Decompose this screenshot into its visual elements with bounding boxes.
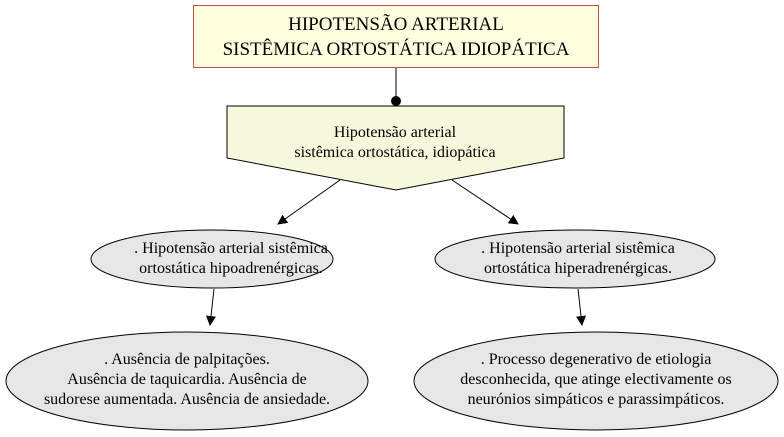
right-type-line-2: ortostática hiperadrenérgicas. [483,260,673,277]
right-detail-node: . Processo degenerativo de etiologia des… [414,331,778,429]
left-type-line-1: . Hipotensão arterial sistêmica [134,240,328,257]
right-detail-line-2: desconhecida, que atinge electivamente o… [460,371,732,388]
arrow-left-type-to-detail [206,288,216,326]
left-type-node: . Hipotensão arterial sistêmica ortostát… [92,230,370,288]
left-type-line-2: ortostática hipoadrenérgicas. [139,260,323,277]
right-detail-line-3: neurónios simpáticos e parassimpáticos. [467,391,725,408]
left-detail-node: . Ausência de palpitações. Ausência de t… [6,331,368,429]
main-node-line-1: Hipotensão arterial [333,124,457,141]
right-detail-node-shape [413,331,779,431]
left-detail-line-3: sudorese aumentada. Ausência de ansiedad… [43,391,331,408]
main-node-line-2: sistêmica ortostática, idiopática [294,144,496,161]
arrow-main-to-right [451,179,519,225]
main-node: Hipotensão arterial sistêmica ortostátic… [230,108,560,178]
right-detail-line-1: . Processo degenerativo de etiologia [480,351,712,368]
title-line-2: SISTÊMICA ORTOSTÁTICA IDIOPÁTICA [222,38,570,60]
left-type-node-shape [90,229,334,289]
connector-dot [391,96,401,106]
right-type-node: . Hipotensão arterial sistêmica ortostát… [434,230,722,288]
arrow-right-type-to-detail [576,288,586,326]
right-type-node-shape [434,229,716,289]
arrow-main-to-left [277,179,341,225]
left-detail-line-2: Ausência de taquicardia. Ausência de [67,371,307,388]
left-detail-node-shape [5,331,369,431]
left-detail-line-1: . Ausência de palpitações. [104,351,270,368]
title-box: HIPOTENSÃO ARTERIAL SISTÊMICA ORTOSTÁTIC… [193,5,599,68]
title-line-1: HIPOTENSÃO ARTERIAL [288,13,504,35]
right-type-line-1: . Hipotensão arterial sistêmica [481,240,675,257]
main-node-shape [226,105,565,191]
